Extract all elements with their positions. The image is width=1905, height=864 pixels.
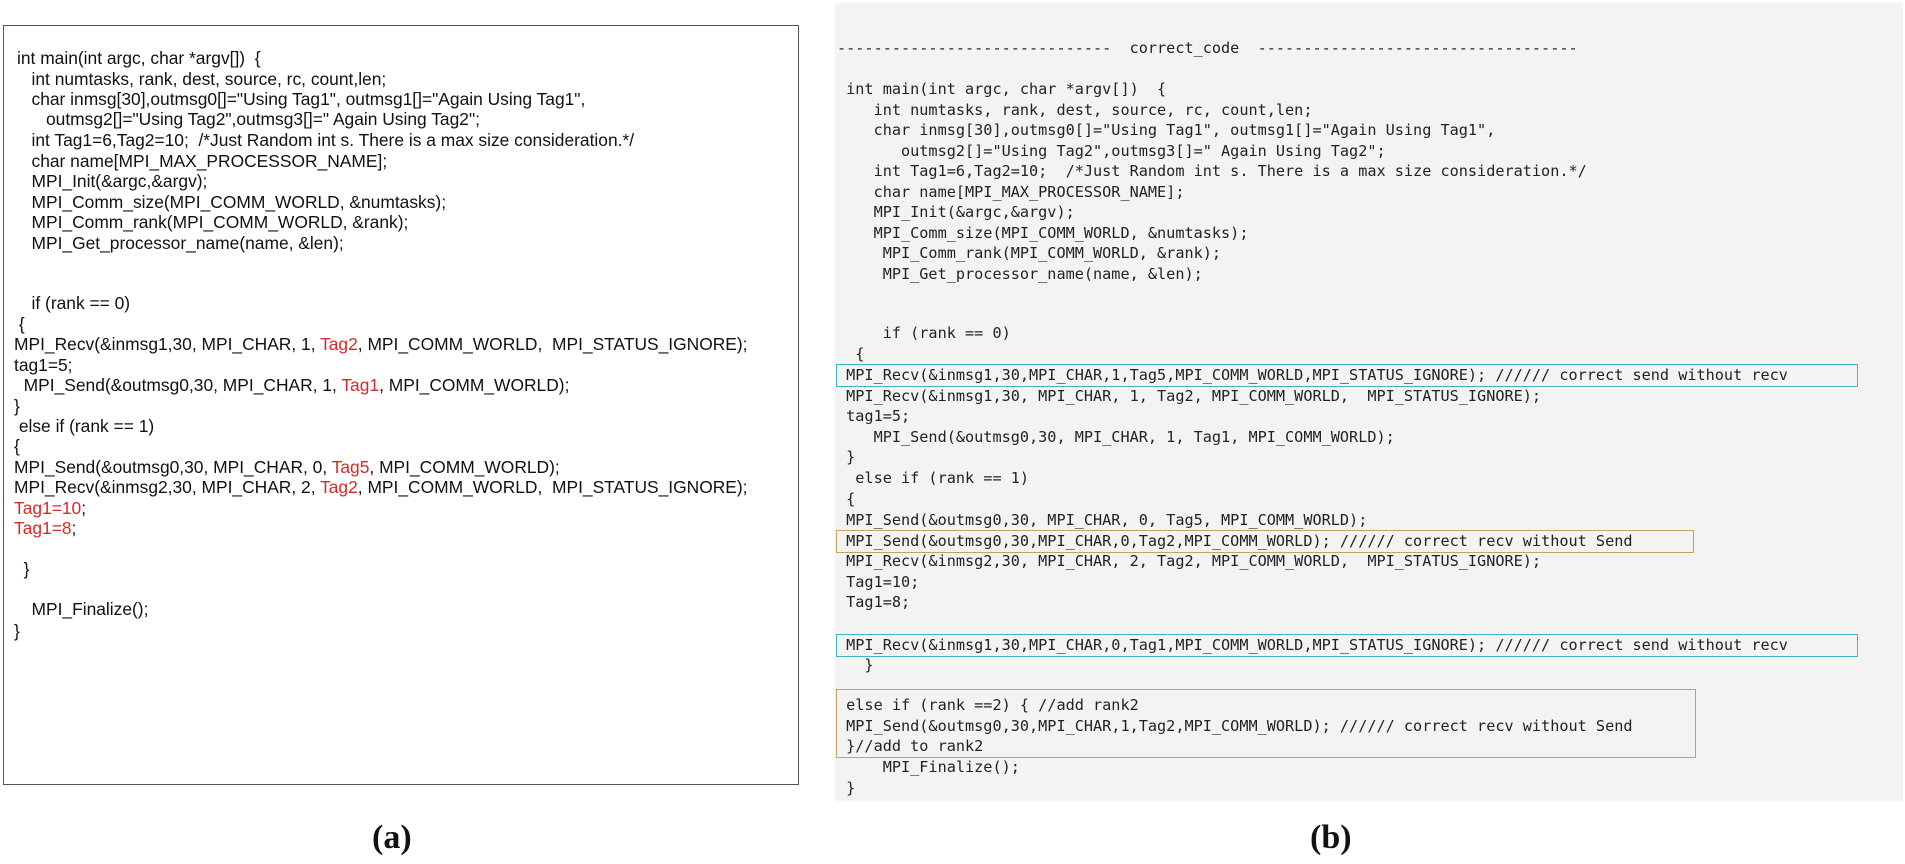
code-line: MPI_Recv(&inmsg1,30, MPI_CHAR, 1, Tag2, … — [837, 387, 1542, 405]
highlight-box-rank2-block — [836, 689, 1696, 758]
code-line: MPI_Recv(&inmsg1,30, MPI_CHAR, 1, Tag2, … — [14, 332, 748, 356]
code-segment: MPI_Recv(&inmsg2,30, MPI_CHAR, 2, — [14, 477, 321, 497]
code-segment: ; — [81, 498, 87, 518]
code-line: MPI_Get_processor_name(name, &len); — [837, 265, 1203, 283]
code-line: } — [14, 621, 20, 641]
highlighted-assignment: Tag1=8 — [14, 518, 72, 538]
highlight-box-send-without-recv — [836, 634, 1858, 657]
code-line: } — [14, 396, 20, 416]
code-line: int Tag1=6,Tag2=10; /*Just Random int s.… — [17, 130, 635, 150]
code-line: } — [837, 779, 856, 797]
code-segment: MPI_Send(&outmsg0,30, MPI_CHAR, 0, — [14, 457, 332, 477]
code-line: if (rank == 0) — [837, 324, 1011, 342]
code-line: MPI_Comm_rank(MPI_COMM_WORLD, &rank); — [17, 212, 409, 232]
code-line: MPI_Comm_size(MPI_COMM_WORLD, &numtasks)… — [837, 224, 1249, 242]
code-line: MPI_Send(&outmsg0,30, MPI_CHAR, 0, Tag5,… — [837, 511, 1368, 529]
code-line: MPI_Send(&outmsg0,30, MPI_CHAR, 0, Tag5,… — [14, 455, 560, 479]
code-line: char inmsg[30],outmsg0[]="Using Tag1", o… — [837, 121, 1496, 139]
code-line: int numtasks, rank, dest, source, rc, co… — [837, 101, 1313, 119]
code-line: Tag1=10; — [14, 496, 86, 520]
caption-a: (a) — [372, 819, 412, 856]
code-segment: MPI_Send(&outmsg0,30, MPI_CHAR, 1, — [14, 375, 342, 395]
caption-b: (b) — [1310, 819, 1352, 856]
code-segment: MPI_Recv(&inmsg1,30, MPI_CHAR, 1, — [14, 334, 321, 354]
code-segment: , MPI_COMM_WORLD); — [379, 375, 570, 395]
highlighted-tag: Tag5 — [331, 457, 370, 477]
code-line: MPI_Comm_rank(MPI_COMM_WORLD, &rank); — [837, 244, 1222, 262]
panel-b-code-box: ------------------------------ correct_c… — [835, 3, 1903, 801]
code-line: char inmsg[30],outmsg0[]="Using Tag1", o… — [17, 89, 586, 109]
highlighted-tag: Tag2 — [320, 334, 358, 354]
code-line: else if (rank == 1) — [837, 469, 1030, 487]
code-line: Tag1=10; — [837, 573, 920, 591]
code-line: { — [837, 345, 865, 363]
code-segment: , MPI_COMM_WORLD); — [369, 457, 560, 477]
code-line: MPI_Send(&outmsg0,30, MPI_CHAR, 1, Tag1,… — [837, 428, 1395, 446]
code-line: MPI_Recv(&inmsg1,30,MPI_CHAR,1,Tag5,MPI_… — [837, 366, 1788, 384]
code-line: MPI_Send(&outmsg0,30, MPI_CHAR, 1, Tag1,… — [14, 373, 570, 397]
code-line: } — [837, 448, 856, 466]
code-line: } — [837, 656, 874, 674]
code-line: char name[MPI_MAX_PROCESSOR_NAME]; — [837, 183, 1185, 201]
code-line: else if (rank == 1) — [14, 416, 155, 436]
code-line: tag1=5; — [837, 407, 911, 425]
panel-a-code-box: int main(int argc, char *argv[]) { int n… — [3, 25, 799, 785]
code-line: Tag1=8; — [14, 516, 76, 540]
code-line: MPI_Recv(&inmsg1,30,MPI_CHAR,0,Tag1,MPI_… — [837, 636, 1788, 654]
code-line: MPI_Init(&argc,&argv); — [837, 203, 1075, 221]
code-line: int main(int argc, char *argv[]) { — [17, 48, 261, 68]
code-line: MPI_Send(&outmsg0,30,MPI_CHAR,1,Tag2,MPI… — [837, 717, 1633, 735]
highlight-box-recv-without-send — [836, 530, 1694, 553]
code-line: MPI_Finalize(); — [837, 758, 1020, 776]
code-line: } — [14, 559, 30, 579]
code-line: tag1=5; — [14, 355, 73, 375]
code-line: MPI_Get_processor_name(name, &len); — [17, 233, 344, 253]
panel-a-code: int main(int argc, char *argv[]) { int n… — [4, 26, 798, 784]
code-line: MPI_Recv(&inmsg2,30, MPI_CHAR, 2, Tag2, … — [837, 552, 1542, 570]
highlighted-tag: Tag2 — [320, 477, 358, 497]
code-line: { — [837, 490, 856, 508]
code-segment: ; — [71, 518, 77, 538]
code-line: if (rank == 0) — [17, 293, 131, 313]
code-line: else if (rank ==2) { //add rank2 — [837, 696, 1139, 714]
code-line: Tag1=8; — [837, 593, 911, 611]
code-line: MPI_Recv(&inmsg2,30, MPI_CHAR, 2, Tag2, … — [14, 475, 748, 499]
highlighted-assignment: Tag1=10 — [14, 498, 82, 518]
code-line: { — [14, 436, 20, 456]
code-line: { — [14, 314, 25, 334]
code-segment: , MPI_COMM_WORLD, MPI_STATUS_IGNORE); — [357, 334, 748, 354]
panel-b-code: ------------------------------ correct_c… — [835, 3, 1903, 801]
code-line: char name[MPI_MAX_PROCESSOR_NAME]; — [17, 151, 388, 171]
code-line: }//add to rank2 — [837, 737, 984, 755]
highlighted-tag: Tag1 — [341, 375, 380, 395]
code-segment: , MPI_COMM_WORLD, MPI_STATUS_IGNORE); — [357, 477, 748, 497]
code-line: MPI_Comm_size(MPI_COMM_WORLD, &numtasks)… — [17, 192, 447, 212]
highlight-box-send-without-recv — [836, 364, 1858, 387]
code-line: MPI_Send(&outmsg0,30,MPI_CHAR,0,Tag2,MPI… — [837, 532, 1633, 550]
section-title-correct-code: ------------------------------ correct_c… — [837, 39, 1578, 57]
code-line: outmsg2[]="Using Tag2",outmsg3[]=" Again… — [837, 142, 1386, 160]
code-line: MPI_Init(&argc,&argv); — [17, 171, 208, 191]
code-line: int Tag1=6,Tag2=10; /*Just Random int s.… — [837, 162, 1587, 180]
code-line: outmsg2[]="Using Tag2",outmsg3[]=" Again… — [17, 109, 480, 129]
code-line: int main(int argc, char *argv[]) { — [837, 80, 1167, 98]
code-line: int numtasks, rank, dest, source, rc, co… — [17, 69, 387, 89]
code-line: MPI_Finalize(); — [17, 599, 149, 619]
